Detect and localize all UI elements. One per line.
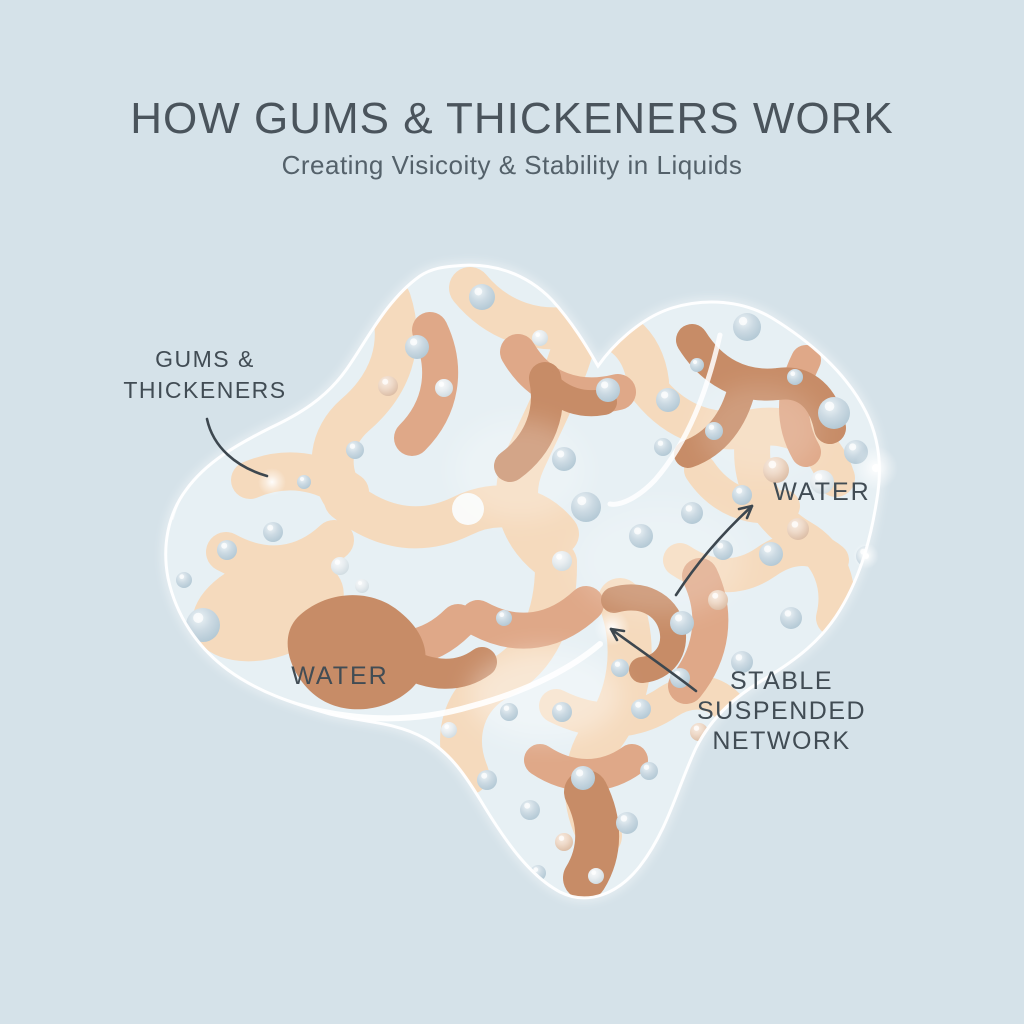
label-network-line3: NETWORK	[712, 727, 851, 755]
water-bubble	[640, 762, 658, 780]
label-gums-line1: GUMS &	[155, 346, 255, 372]
water-bubble	[631, 699, 651, 719]
water-bubble	[500, 703, 518, 721]
water-bubble	[588, 868, 604, 884]
water-bubble	[555, 833, 573, 851]
water-bubble	[263, 522, 283, 542]
water-bubble	[331, 557, 349, 575]
water-bubble	[405, 335, 429, 359]
water-bubble	[780, 607, 802, 629]
water-bubble	[713, 540, 733, 560]
gums-pointer-curve	[205, 417, 269, 478]
water-bubble	[759, 542, 783, 566]
water-bubble	[681, 502, 703, 524]
water-arrow-head	[737, 504, 754, 520]
droplet-contents	[170, 267, 876, 898]
label-gums-line2: THICKENERS	[123, 377, 287, 403]
water-bubble	[611, 659, 629, 677]
network-arrow	[609, 627, 698, 693]
network-arrow-head	[609, 627, 626, 642]
water-bubble	[552, 447, 576, 471]
bubbles-layer	[176, 284, 876, 884]
water-bubble	[763, 457, 789, 483]
water-bubble	[176, 572, 192, 588]
water-bubble	[552, 702, 572, 722]
water-bubble	[571, 766, 595, 790]
water-bubble	[452, 493, 484, 525]
water-bubble	[733, 313, 761, 341]
water-bubble	[441, 722, 457, 738]
label-stable-suspended-network: STABLE SUSPENDED NETWORK	[694, 666, 869, 756]
swoosh-right-diagonal	[607, 332, 723, 507]
label-gums-thickeners: GUMS & THICKENERS	[100, 344, 310, 406]
water-bubble	[787, 518, 809, 540]
label-network-line1: STABLE	[729, 667, 834, 695]
water-bubble	[532, 330, 548, 346]
water-bubble	[670, 611, 694, 635]
water-bubble	[708, 590, 728, 610]
water-bubble	[571, 492, 601, 522]
water-bubble	[297, 475, 311, 489]
water-bubble	[346, 441, 364, 459]
water-bubble	[378, 376, 398, 396]
diagram-title: HOW GUMS & THICKENERS WORK	[130, 94, 894, 143]
gum-blob-dark	[287, 595, 426, 710]
water-bubble	[690, 358, 704, 372]
water-bubble	[787, 369, 803, 385]
water-bubble	[552, 551, 572, 571]
water-bubble	[731, 651, 753, 673]
water-arrow	[674, 504, 754, 597]
water-bubble	[186, 608, 220, 642]
water-bubble	[732, 485, 752, 505]
water-bubble	[705, 422, 723, 440]
water-bubble	[596, 378, 620, 402]
water-bubble	[469, 284, 495, 310]
water-bubble	[496, 610, 512, 626]
water-bubble	[520, 800, 540, 820]
droplet-edge	[164, 263, 881, 900]
annotation-pointers	[205, 417, 754, 693]
label-water-left: WATER	[291, 662, 389, 690]
water-bubble	[435, 379, 453, 397]
diagram-subtitle: Creating Visicoity & Stability in Liquid…	[281, 150, 743, 180]
water-bubble	[217, 540, 237, 560]
water-bubble	[818, 397, 850, 429]
water-bubble	[616, 812, 638, 834]
label-water-right: WATER	[773, 478, 871, 506]
water-bubble	[629, 524, 653, 548]
water-bubble	[656, 388, 680, 412]
water-bubble	[810, 470, 834, 494]
water-bubble	[477, 770, 497, 790]
water-bubble	[355, 579, 369, 593]
label-network-line2: SUSPENDED	[696, 697, 867, 725]
water-bubble	[654, 438, 672, 456]
